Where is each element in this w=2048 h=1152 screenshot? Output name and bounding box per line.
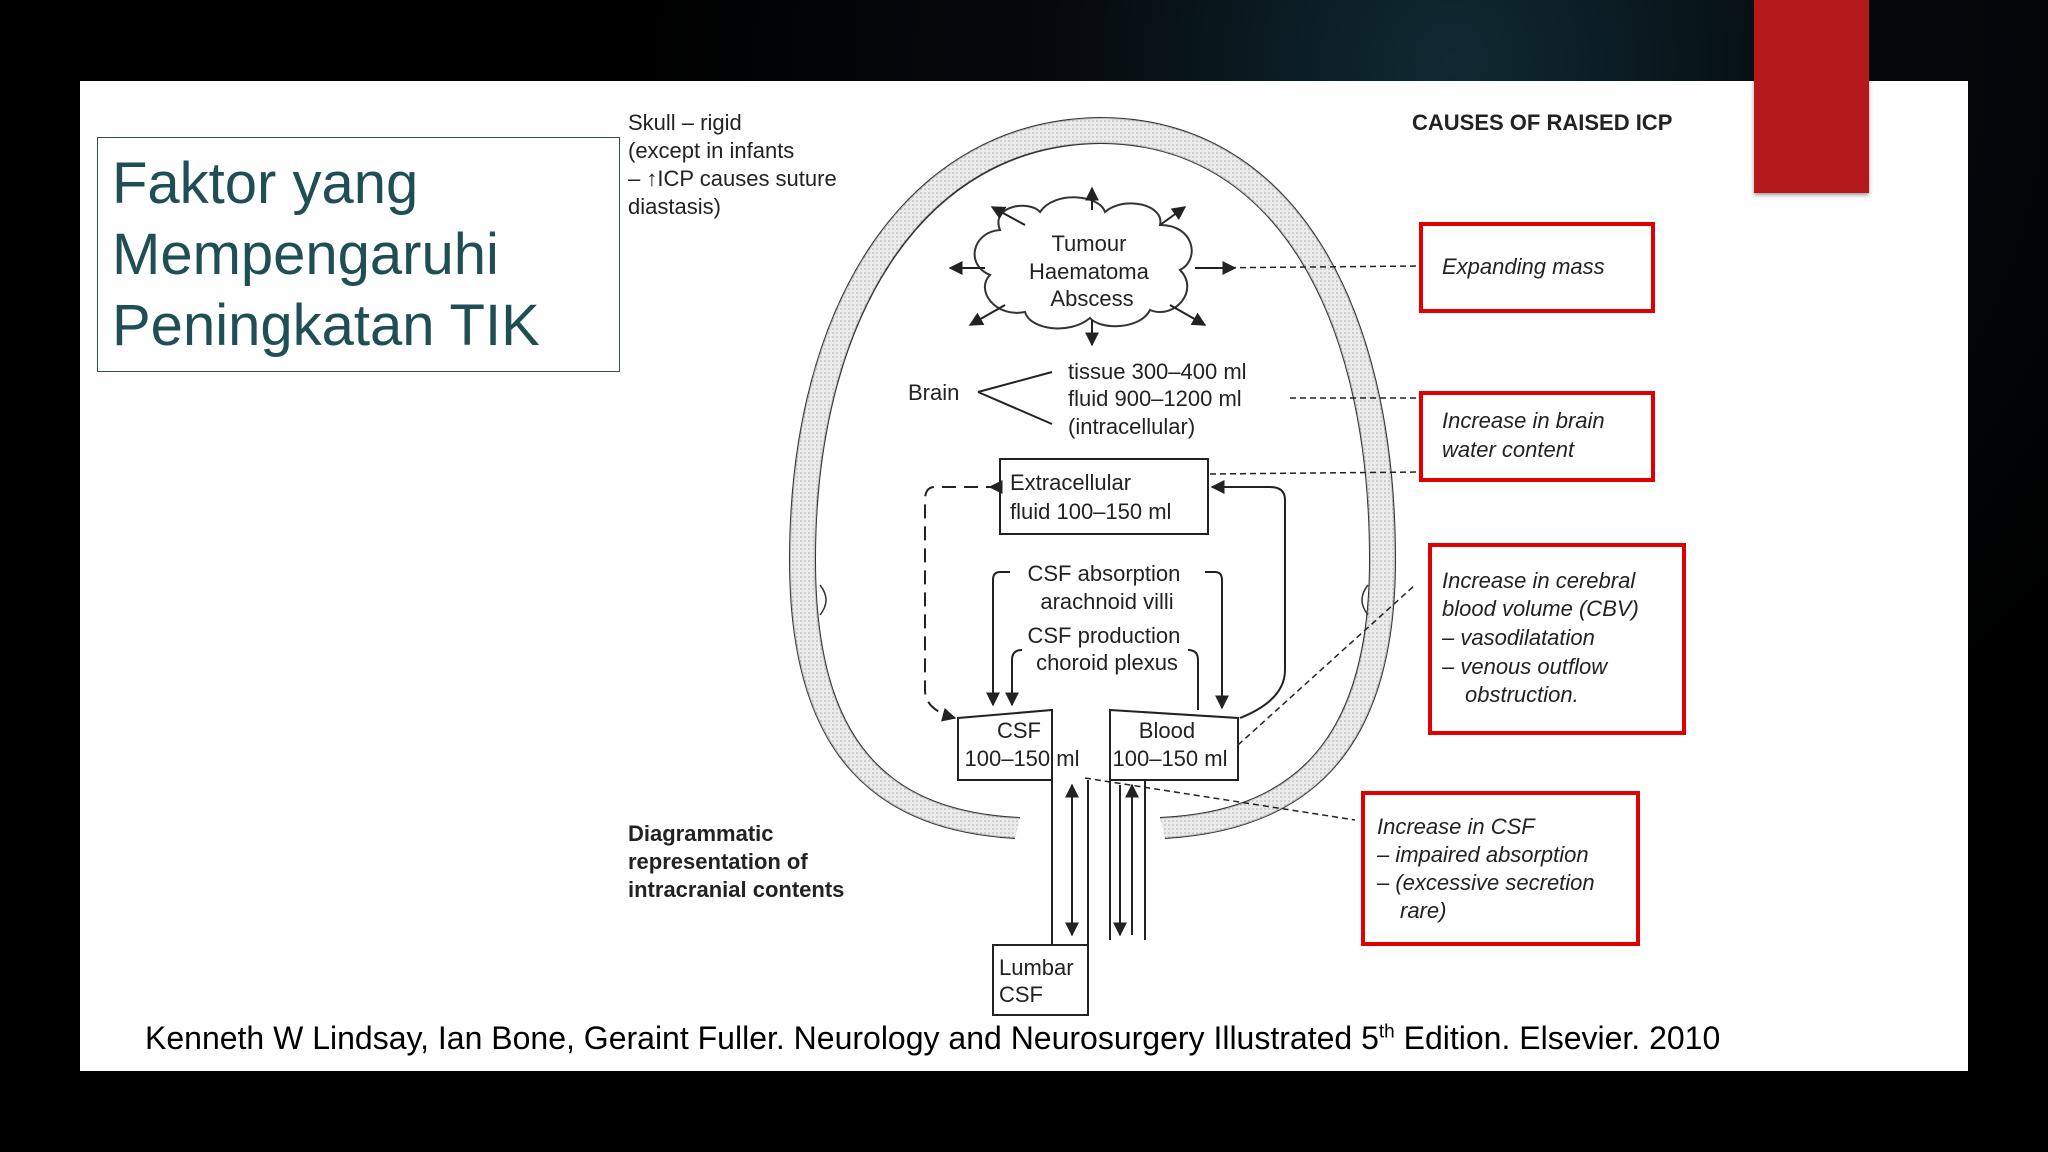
skull-bone-fill	[790, 118, 1395, 838]
mass-label: Haematoma	[1029, 259, 1150, 284]
slide-title-box: Faktor yang Mempengaruhi Peningkatan TIK	[97, 137, 620, 372]
diagram-caption: Diagrammatic representation of intracran…	[628, 821, 844, 902]
causes-header: CAUSES OF RAISED ICP	[1412, 110, 1672, 135]
red-accent-bar	[1754, 0, 1869, 193]
skull-note-line: Skull – rigid	[628, 110, 742, 135]
blood-box	[1109, 708, 1239, 781]
mass-cloud	[973, 196, 1193, 330]
slide-title-line: Faktor yang	[112, 151, 419, 216]
slide-title-line: Peningkatan TIK	[112, 293, 540, 358]
cause-box	[1419, 391, 1655, 482]
flow-arrows	[924, 480, 1286, 722]
brain-part: (intracellular)	[1068, 414, 1195, 439]
citation: Kenneth W Lindsay, Ian Bone, Geraint Ful…	[145, 1020, 1945, 1057]
skull-note-line: diastasis)	[628, 194, 721, 219]
mass-label: Tumour	[1051, 231, 1126, 256]
skull-note-line: (except in infants	[628, 138, 794, 163]
cause-text: Expanding mass	[1442, 254, 1605, 279]
cause-text: Increase in cerebral blood volume (CBV) …	[1441, 568, 1645, 707]
mass-labels: Tumour Haematoma Abscess	[1029, 231, 1155, 311]
slide-title-line: Mempengaruhi	[112, 222, 499, 287]
skull-suture-left	[819, 584, 827, 616]
citation-text: Kenneth W Lindsay, Ian Bone, Geraint Ful…	[145, 1020, 1379, 1056]
brain-bracket	[977, 371, 1053, 425]
brain-parts: tissue 300–400 ml fluid 900–1200 ml (int…	[1068, 359, 1253, 439]
cause-box	[1419, 222, 1655, 313]
cause-leader-lines	[1084, 265, 1421, 821]
citation-sup: th	[1378, 1021, 1395, 1043]
extracellular-box	[999, 458, 1209, 535]
brain-label: Brain	[908, 380, 959, 405]
lumbar-csf-label: Lumbar CSF	[999, 955, 1080, 1007]
citation-text-end: Edition. Elsevier. 2010	[1394, 1020, 1721, 1056]
extracellular-label: Extracellular fluid 100–150 ml	[1010, 470, 1171, 524]
brain-part: tissue 300–400 ml	[1068, 359, 1247, 384]
skull-note: Skull – rigid (except in infants – ↑ICP …	[628, 110, 843, 219]
lumbar-csf-box	[992, 944, 1089, 1016]
csf-production-label: CSF production choroid plexus	[1028, 623, 1187, 675]
skull-suture-right	[1361, 584, 1369, 616]
cause-text: Increase in CSF – impaired absorption – …	[1376, 814, 1601, 923]
mass-label: Abscess	[1050, 286, 1133, 311]
cause-box	[1428, 543, 1686, 735]
blood-box-label: Blood 100–150 ml	[1113, 718, 1228, 771]
cause-box	[1361, 791, 1640, 946]
cause-text: Increase in brain water content	[1442, 408, 1611, 462]
csf-absorption-label: CSF absorption arachnoid villi	[1028, 561, 1187, 614]
csf-box-label: CSF 100–150 ml	[965, 718, 1080, 771]
skull-note-line: – ↑ICP causes suture	[628, 166, 837, 191]
brain-part: fluid 900–1200 ml	[1068, 386, 1242, 411]
